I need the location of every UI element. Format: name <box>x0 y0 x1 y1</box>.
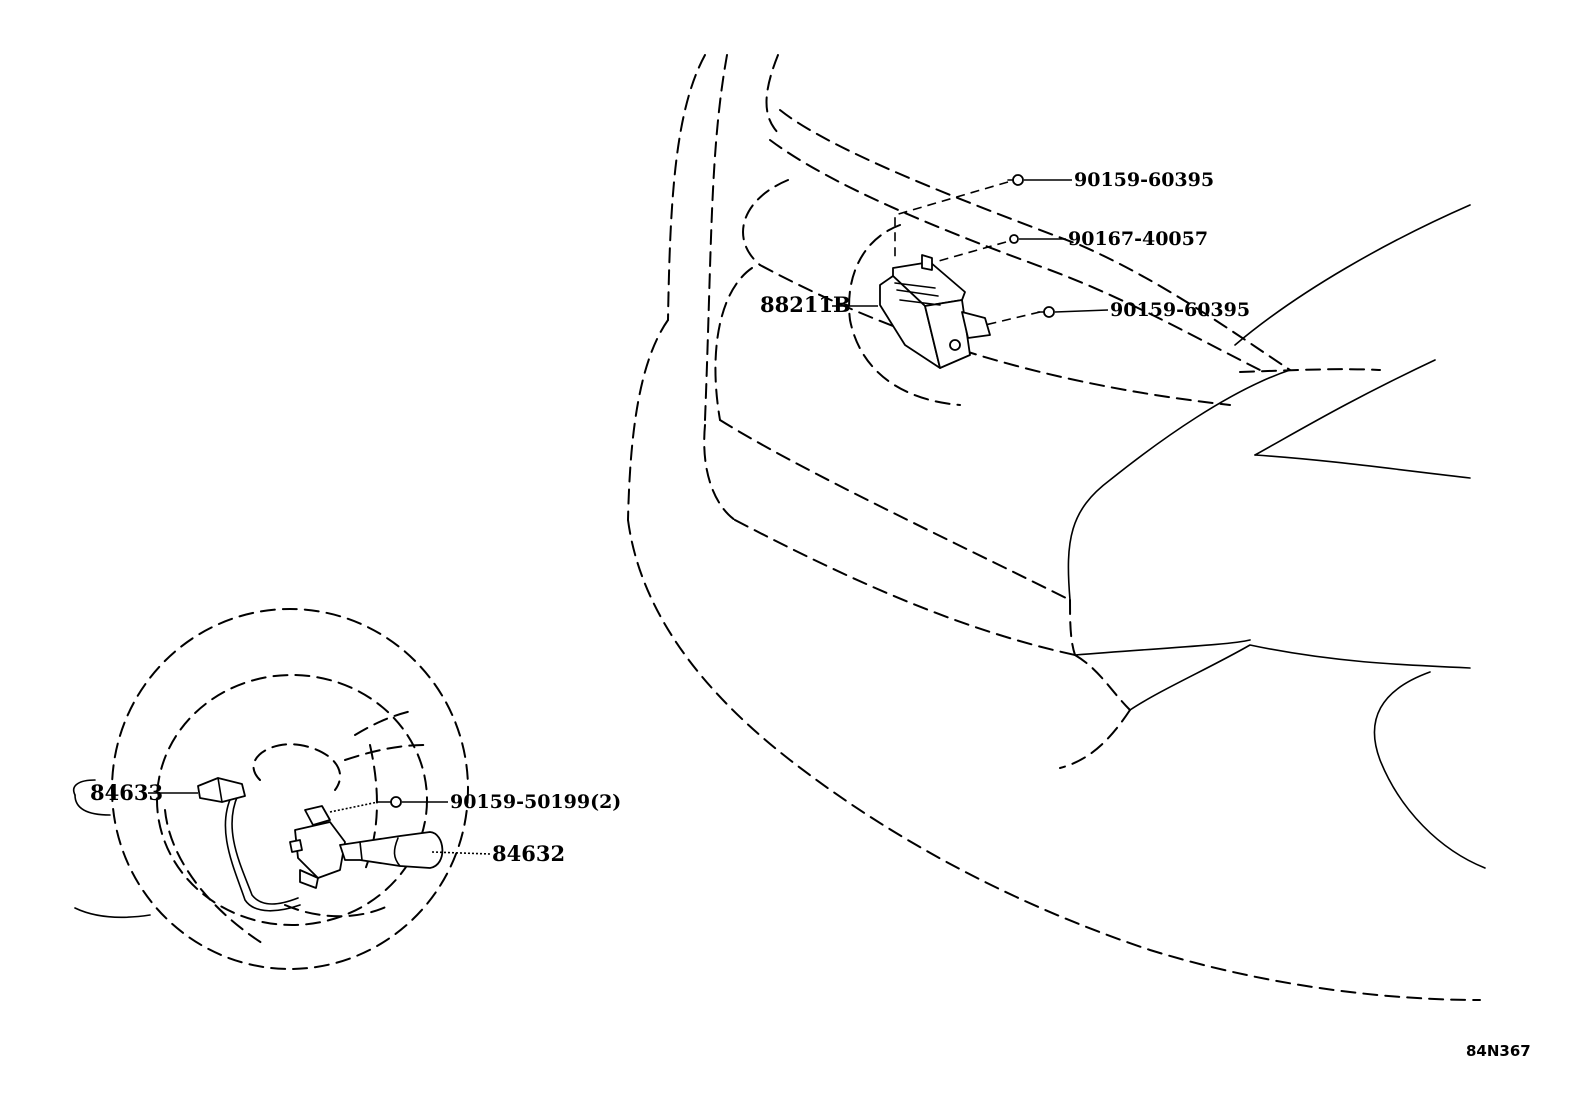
callout-screw: 90159-50199(2) <box>450 791 621 813</box>
bolt-lower-icon <box>1043 306 1055 318</box>
steering-column <box>73 779 151 919</box>
connector-part <box>197 777 246 803</box>
bolt-upper-icon <box>1012 174 1024 186</box>
screw-icon <box>329 796 402 813</box>
cruise-switch-part <box>289 805 444 889</box>
callout-bolt-upper: 90159-60395 <box>1074 169 1214 191</box>
leader-lines <box>148 179 1109 855</box>
radar-sensor-part <box>879 254 991 369</box>
callout-nut: 90167-40057 <box>1068 228 1208 250</box>
callout-radar-sensor: 88211B <box>760 292 851 317</box>
callout-switch-connector: 84633 <box>90 780 163 805</box>
fastener-icons-upper <box>1007 174 1055 318</box>
callout-cruise-switch: 84632 <box>492 841 565 866</box>
diagram-reference-code: 84N367 <box>1466 1042 1531 1060</box>
callout-labels: 90159-60395 90167-40057 90159-60395 8821… <box>90 169 1250 866</box>
sensor-mount-lines <box>894 181 1041 326</box>
switch-wire-harness <box>224 794 301 912</box>
callout-bolt-lower: 90159-60395 <box>1110 299 1250 321</box>
nut-icon <box>1009 234 1019 244</box>
vehicle-front-outline <box>627 54 1481 1001</box>
steering-wheel-outline <box>111 608 469 970</box>
vehicle-body-solid-lines <box>1067 204 1486 869</box>
